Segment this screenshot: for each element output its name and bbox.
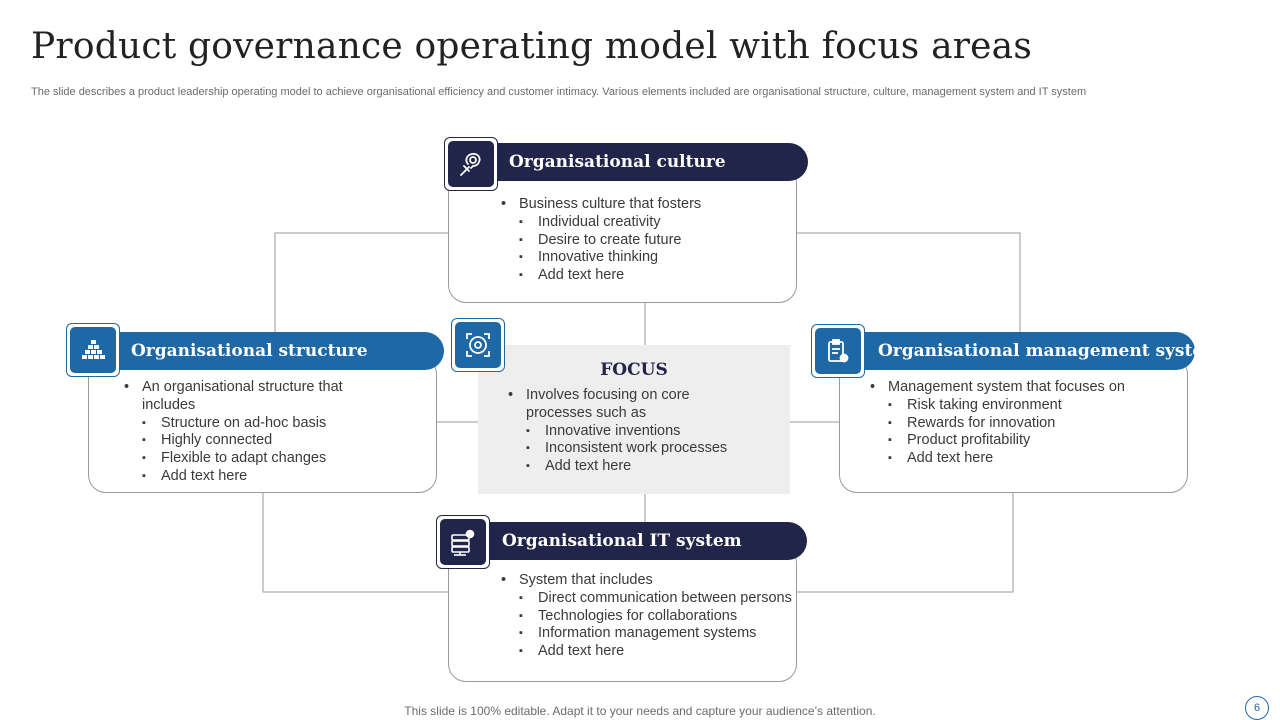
it-header: Organisational IT system [488, 522, 807, 560]
culture-item: Innovative thinking [499, 249, 701, 267]
culture-intro: Business culture that fosters [499, 196, 701, 214]
it-card: System that includes Direct communicatio… [448, 545, 797, 682]
pyramid-blocks-icon [82, 340, 105, 359]
culture-header: Organisational culture [495, 143, 808, 181]
it-icon-box [436, 515, 490, 569]
brain-gear-icon [460, 152, 481, 176]
culture-title: Organisational culture [509, 152, 726, 172]
management-item: Add text here [868, 450, 1125, 468]
connector-management-it [796, 492, 1014, 593]
connector-culture-management [796, 232, 1021, 333]
connector-culture-structure [274, 232, 449, 333]
focus-points: Involves focusing on core processes such… [506, 387, 766, 476]
focus-title: FOCUS [600, 360, 668, 380]
management-card: Management system that focuses on Risk t… [839, 356, 1188, 493]
it-title: Organisational IT system [502, 531, 742, 551]
it-points: System that includes Direct communicatio… [499, 572, 792, 661]
page-title: Product governance operating model with … [31, 26, 1032, 67]
focus-item: Add text here [506, 458, 766, 476]
structure-item: Structure on ad-hoc basis [122, 415, 422, 433]
footer-note: This slide is 100% editable. Adapt it to… [404, 704, 876, 718]
management-item: Rewards for innovation [868, 415, 1125, 433]
management-header: Organisational management system [864, 332, 1221, 370]
focus-box: FOCUS Involves focusing on core processe… [478, 345, 790, 494]
culture-icon-box [444, 137, 498, 191]
clipboard-gear-icon [828, 339, 849, 363]
it-item: Add text here [499, 643, 792, 661]
target-icon [466, 333, 490, 357]
management-points: Management system that focuses on Risk t… [868, 379, 1125, 468]
structure-intro: An organisational structure that include… [122, 379, 362, 415]
management-item: Risk taking environment [868, 397, 1125, 415]
page-subtitle: The slide describes a product leadership… [31, 86, 1087, 98]
server-gear-icon [451, 529, 475, 556]
focus-item: Inconsistent work processes [506, 440, 766, 458]
culture-item: Add text here [499, 267, 701, 285]
structure-card: An organisational structure that include… [88, 356, 437, 493]
focus-icon-box [451, 318, 505, 372]
culture-item: Individual creativity [499, 214, 701, 232]
page-number: 6 [1245, 696, 1269, 720]
management-intro: Management system that focuses on [868, 379, 1125, 397]
management-icon-box [811, 324, 865, 378]
culture-item: Desire to create future [499, 232, 701, 250]
it-item: Information management systems [499, 625, 792, 643]
structure-title: Organisational structure [131, 341, 368, 361]
structure-item: Highly connected [122, 432, 422, 450]
it-item: Technologies for collaborations [499, 608, 792, 626]
structure-item: Flexible to adapt changes [122, 450, 422, 468]
management-title: Organisational management system [878, 341, 1222, 361]
culture-points: Business culture that fosters Individual… [499, 196, 701, 285]
structure-header: Organisational structure [117, 332, 444, 370]
connector-structure-it [262, 492, 449, 593]
it-intro: System that includes [499, 572, 792, 590]
culture-card: Business culture that fosters Individual… [448, 166, 797, 303]
structure-points: An organisational structure that include… [122, 379, 422, 486]
it-item: Direct communication between persons [499, 590, 792, 608]
structure-item: Add text here [122, 468, 422, 486]
focus-item: Innovative inventions [506, 423, 766, 441]
focus-intro: Involves focusing on core processes such… [506, 387, 716, 423]
structure-icon-box [66, 323, 120, 377]
management-item: Product profitability [868, 432, 1125, 450]
